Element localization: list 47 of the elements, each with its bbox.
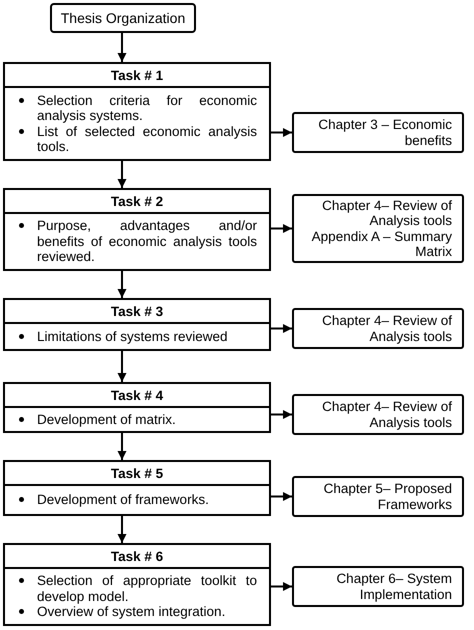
arrow bbox=[271, 492, 292, 501]
bullet-text: Selection criteria for economic analysis systems. bbox=[37, 92, 257, 124]
chapter-box bbox=[292, 476, 464, 517]
arrow bbox=[271, 224, 292, 233]
task-heading: Task # 1 bbox=[5, 64, 269, 88]
chapter-box bbox=[292, 394, 464, 435]
task-box bbox=[3, 543, 271, 626]
task-box bbox=[3, 188, 271, 271]
arrow bbox=[271, 324, 292, 333]
task-box bbox=[3, 62, 271, 161]
chapter-box bbox=[292, 308, 464, 349]
bullet-text: List of selected economic analysis tools. bbox=[37, 124, 257, 154]
bullet-text: Overview of system integration. bbox=[37, 604, 226, 620]
bullet-text: Selection of appropriate toolkit to develop model. bbox=[37, 573, 257, 604]
chapter-text: Chapter 4– Review of Analysis tools bbox=[321, 198, 452, 228]
bullet-text: Development of frameworks. bbox=[37, 492, 210, 508]
chapter-box bbox=[292, 566, 464, 607]
task-heading: Task # 6 bbox=[5, 545, 269, 569]
arrow bbox=[271, 410, 292, 419]
task-heading: Task # 3 bbox=[5, 300, 269, 324]
chapter-text: Chapter 4– Review of Analysis tools bbox=[321, 399, 452, 430]
task-box bbox=[3, 382, 271, 433]
arrow bbox=[118, 33, 126, 62]
chapter-box bbox=[292, 194, 464, 263]
bullet-text: Purpose, advantages and/or benefits of economic analysis tools reviewed. bbox=[37, 218, 257, 265]
task-heading: Task # 5 bbox=[5, 462, 269, 486]
arrow bbox=[118, 351, 126, 382]
bullet-text: Development of matrix. bbox=[37, 412, 177, 428]
chapter-text: Chapter 6– System Implementation bbox=[335, 571, 452, 602]
arrow bbox=[118, 161, 126, 188]
chapter-text: Chapter 5– Proposed Frameworks bbox=[322, 481, 452, 512]
arrow bbox=[118, 433, 126, 460]
task-box bbox=[3, 298, 271, 351]
bullet-text: Limitations of systems reviewed bbox=[37, 328, 229, 344]
chapter-text: Appendix A – Summary Matrix bbox=[310, 228, 452, 260]
arrow bbox=[118, 516, 126, 543]
task-heading: Task # 2 bbox=[5, 190, 269, 214]
arrow bbox=[271, 128, 292, 137]
arrow bbox=[118, 271, 126, 298]
title-box bbox=[50, 3, 196, 33]
title-text: Thesis Organization bbox=[60, 10, 186, 26]
task-heading: Task # 4 bbox=[5, 384, 269, 408]
arrow bbox=[271, 582, 292, 591]
chapter-text: Chapter 4– Review of Analysis tools bbox=[321, 313, 452, 344]
chapter-text: Chapter 3 – Economic benefits bbox=[317, 117, 452, 148]
chapter-box bbox=[292, 112, 464, 153]
task-box bbox=[3, 460, 271, 516]
